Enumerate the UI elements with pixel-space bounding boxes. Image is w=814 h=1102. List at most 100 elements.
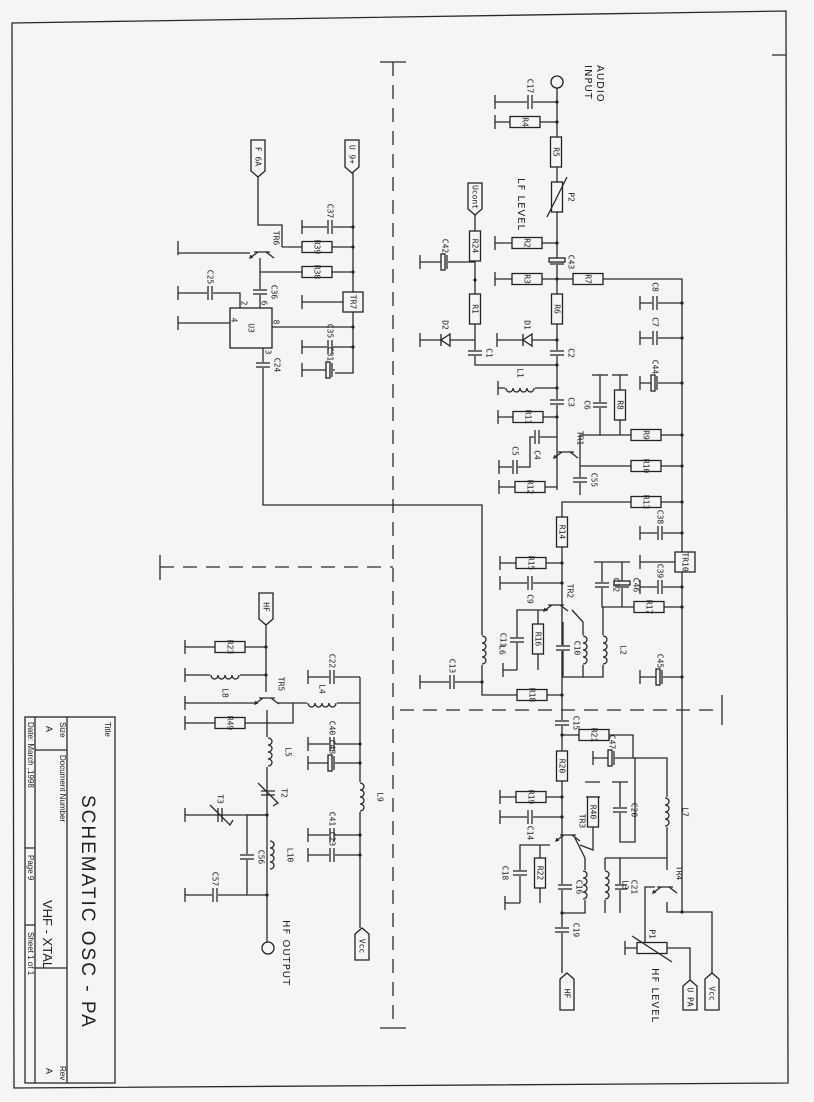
capacitor-c4 — [534, 430, 540, 444]
rev-label: Rev — [58, 1066, 67, 1080]
capacitor-c16 — [558, 884, 572, 890]
resistor-r8 — [613, 389, 627, 421]
label-r5: R5 — [552, 147, 561, 157]
label-c42: C42 — [441, 239, 450, 254]
trimmer-capacitor-t3-icon — [209, 804, 234, 827]
resistor-r15 — [515, 556, 547, 570]
capacitor-c38 — [657, 526, 663, 540]
capacitor-c2 — [550, 350, 564, 356]
inductor-l7-coil-icon — [664, 797, 670, 827]
junction-dot — [358, 761, 362, 765]
transistor-tr4-icon — [651, 886, 678, 895]
label-l4: L4 — [318, 684, 327, 694]
label-l10: L10 — [286, 848, 295, 863]
label-c14: C14 — [526, 826, 535, 841]
label-r23: R23 — [226, 640, 235, 655]
transistor-tr6-icon — [248, 251, 275, 260]
capacitor-c21 — [613, 884, 627, 890]
potentiometer-arrow-icon — [546, 176, 568, 218]
wire — [619, 758, 636, 843]
label-c7: C7 — [651, 317, 660, 327]
capacitor-gap — [550, 350, 564, 356]
audio-input-connector — [550, 75, 564, 89]
transistor-tr3-icon — [554, 834, 581, 843]
junction-dot — [358, 853, 362, 857]
label-c10: C10 — [573, 641, 582, 656]
label-c56: C56 — [257, 850, 266, 865]
label-r6: R6 — [553, 304, 562, 314]
junction-dot — [680, 301, 684, 305]
capacitor-c37 — [327, 220, 333, 234]
label-c13: C13 — [448, 659, 457, 674]
wire — [184, 640, 309, 902]
capacitor-c15 — [555, 720, 569, 726]
capacitor-c8 — [652, 296, 658, 310]
label-c9: C9 — [526, 594, 535, 604]
capacitor-gap — [468, 350, 482, 356]
capacitor-gap — [652, 296, 658, 310]
label-r11: R11 — [524, 410, 533, 425]
capacitor-gap — [527, 576, 533, 590]
capacitor-gap — [652, 331, 658, 345]
junction-dot — [351, 245, 355, 249]
inductor-l10-coil-icon — [269, 840, 275, 870]
junction-dot — [555, 386, 559, 390]
capacitor-c17 — [527, 95, 533, 109]
capacitor-gap — [593, 402, 607, 408]
label-c36: C36 — [270, 285, 279, 300]
label-c19: C19 — [572, 923, 581, 938]
inductor-l8-coil-icon — [210, 674, 240, 680]
junction-dot — [680, 585, 684, 589]
section-divider-end — [721, 54, 786, 725]
junction-dot — [264, 645, 268, 649]
capacitor-gap — [555, 927, 569, 933]
label-c20: C20 — [630, 803, 639, 818]
capacitor-gap — [240, 854, 254, 860]
label-r14: R14 — [558, 525, 567, 540]
junction-dot — [555, 241, 559, 245]
label-c22: C22 — [328, 654, 337, 669]
audio-input-label-2: INPUT — [582, 65, 593, 100]
capacitor-c18 — [513, 870, 527, 876]
capacitor-gap — [555, 720, 569, 726]
label-l7: L7 — [681, 807, 690, 817]
capacitor-gap — [212, 888, 218, 902]
net-tag-label-ucont: Ucont — [471, 185, 480, 209]
net-tag-f6a — [250, 139, 266, 178]
capacitor-c39 — [657, 580, 663, 594]
label-l9: L9 — [376, 792, 385, 802]
capacitor-c55 — [573, 477, 587, 483]
electrolytic-capacitor-c46 — [613, 580, 631, 588]
capacitor-gap — [512, 460, 518, 474]
junction-dot — [680, 605, 684, 609]
capacitor-gap — [253, 289, 267, 295]
capacitor-c10 — [556, 645, 570, 651]
junction-dot — [680, 531, 684, 535]
wire — [494, 95, 500, 494]
title-block-grid — [25, 717, 68, 1083]
label-c47: C47 — [608, 735, 617, 750]
capacitor-plate — [650, 374, 656, 392]
hf-level-label: HF LEVEL — [649, 968, 660, 1023]
label-c41: C41 — [328, 812, 337, 827]
label-p1: P1 — [648, 929, 657, 939]
resistor-r22 — [533, 857, 547, 889]
resistor-r40 — [586, 796, 600, 828]
title-value: SCHEMATIC OSC - PA — [77, 795, 98, 1029]
capacitor-plate — [548, 257, 566, 263]
label-tr4: TR4 — [675, 866, 684, 881]
resistor-r20 — [555, 750, 569, 782]
label-c3: C3 — [567, 397, 576, 407]
inductor-l1-coil-icon — [505, 387, 535, 393]
electrolytic-capacitor-c42 — [440, 253, 448, 271]
junction-dot — [351, 325, 355, 329]
resistor-r6 — [550, 293, 564, 325]
inductor-l3-coil-icon — [604, 870, 610, 900]
wires — [159, 54, 786, 1029]
label-tr7: TR7 — [349, 295, 358, 310]
label-c8: C8 — [651, 282, 660, 292]
junction-dot — [680, 433, 684, 437]
net-tag-vcc-right — [704, 972, 720, 1011]
net-tag-hf-in — [258, 592, 274, 626]
